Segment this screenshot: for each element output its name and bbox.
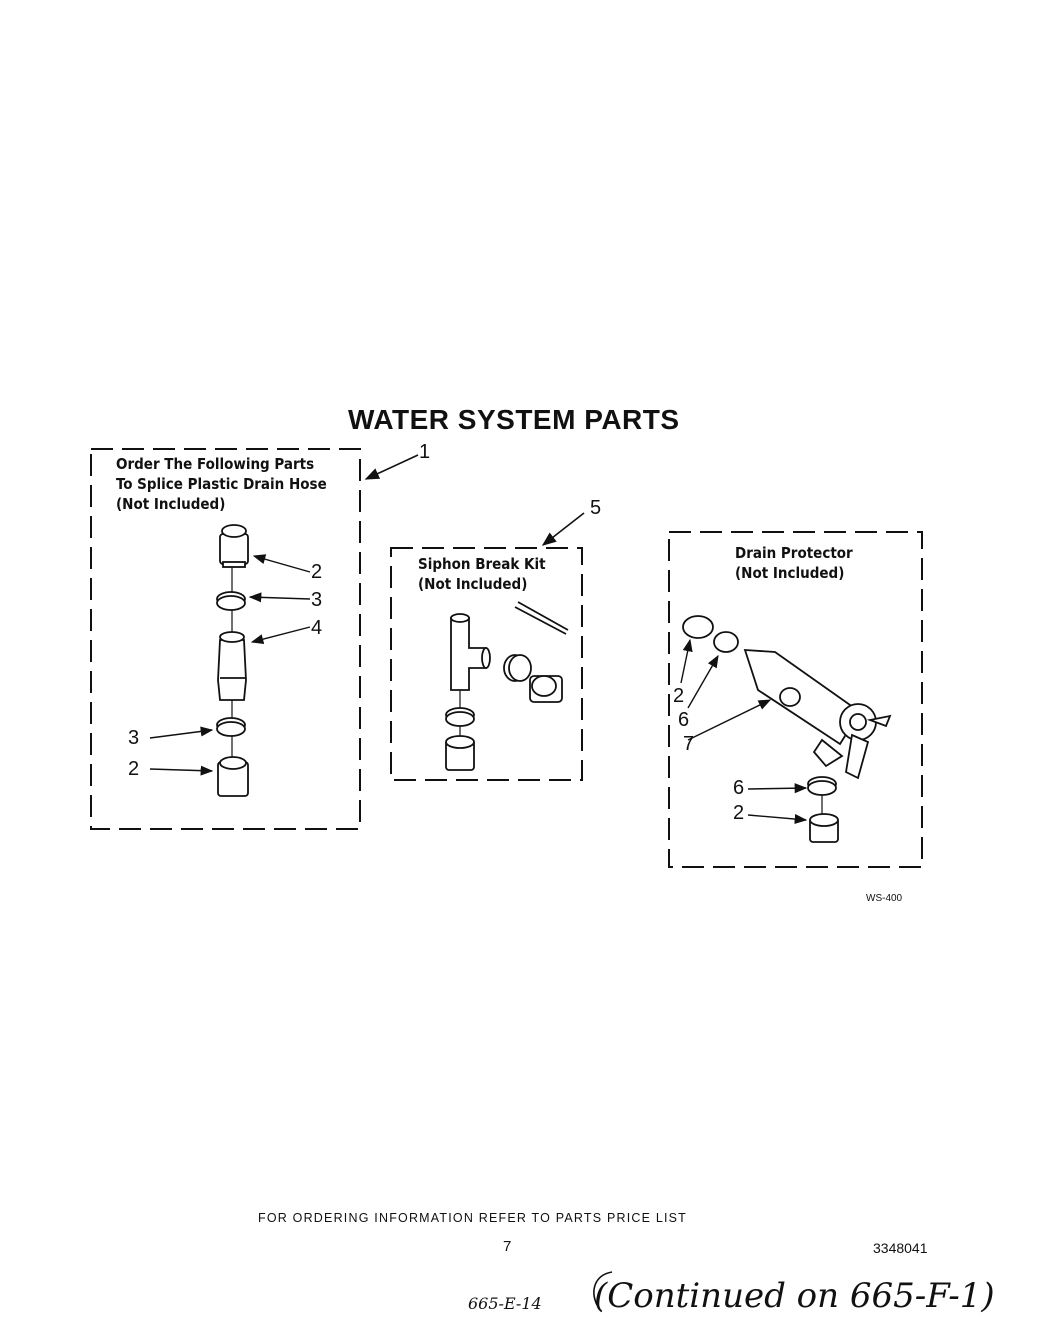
callout-2-lower-protector: 2 [733,802,745,824]
handwritten-note: (Continued on 665-F-1) [594,1276,995,1316]
drain-protector-title: Drain Protector (Not Included) [735,543,853,583]
callout-5: 5 [590,497,602,519]
splice-title-line-3: (Not Included) [116,495,226,513]
callout-6-protector: 6 [678,709,690,731]
part-number: 3348041 [873,1240,928,1256]
splice-kit-box [90,448,361,830]
siphon-parts [445,601,569,771]
callout-3: 3 [311,589,323,611]
siphon-kit-box [390,547,583,781]
ordering-note: FOR ORDERING INFORMATION REFER TO PARTS … [258,1211,688,1225]
callout-2-lower: 2 [128,758,140,780]
protector-parts [682,615,892,843]
drain-protector-box [668,531,923,868]
callout-1: 1 [419,441,431,463]
callout-7: 7 [683,733,695,755]
protector-title-line-1: Drain Protector [735,544,853,562]
leader-1 [364,454,419,480]
splice-parts [216,524,249,797]
siphon-kit-title: Siphon Break Kit (Not Included) [418,554,546,594]
page-number: 7 [503,1238,513,1255]
page-title: WATER SYSTEM PARTS [348,404,680,435]
callout-3-lower: 3 [128,727,140,749]
drawing-code: WS-400 [866,893,903,904]
splice-kit-title: Order The Following Parts To Splice Plas… [116,454,327,514]
callout-4: 4 [311,617,323,639]
splice-title-line-2: To Splice Plastic Drain Hose [116,475,327,493]
leader-5 [541,512,585,546]
siphon-title-line-1: Siphon Break Kit [418,555,546,573]
callout-2: 2 [311,561,323,583]
callout-2-protector: 2 [673,685,685,707]
handwritten-ref: 665-E-14 [468,1294,542,1313]
protector-title-line-2: (Not Included) [735,564,845,582]
handwriting-flourish [593,1271,613,1306]
siphon-title-line-2: (Not Included) [418,575,528,593]
callout-6-lower: 6 [733,777,745,799]
splice-title-line-1: Order The Following Parts [116,455,315,473]
